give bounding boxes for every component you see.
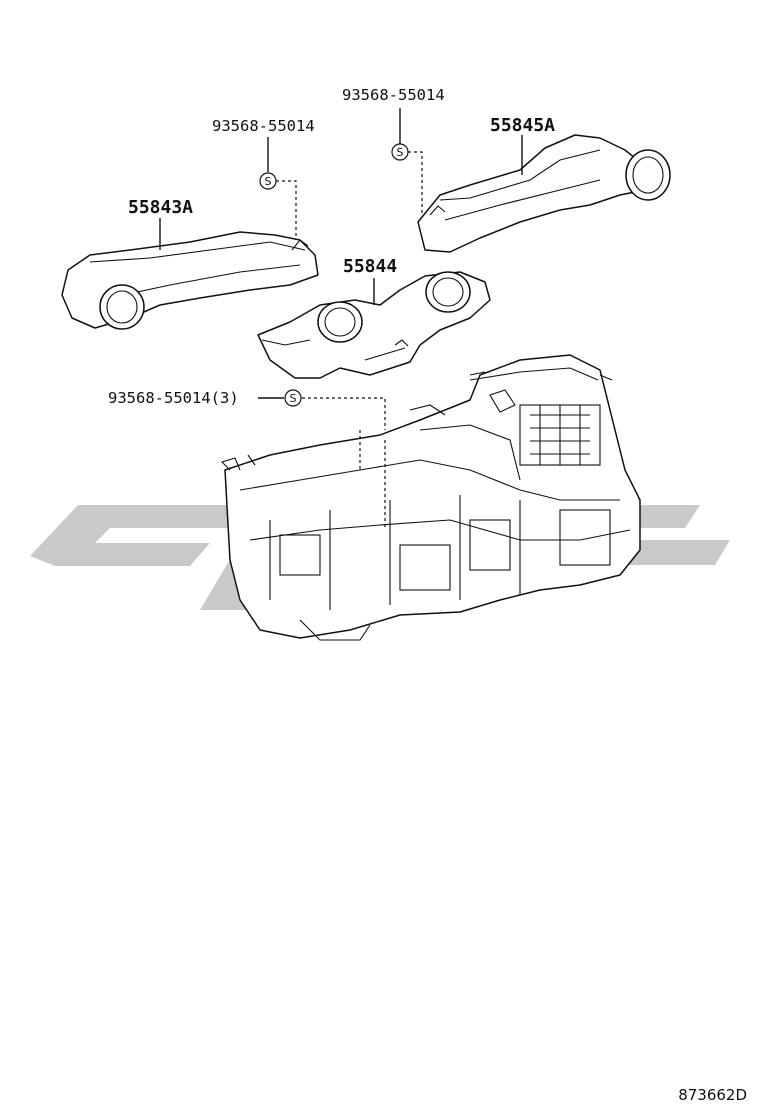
duct-55843a-drawing: [61, 231, 319, 330]
label-bolt-left: 93568-55014: [212, 117, 315, 135]
heater-unit-drawing: [220, 354, 641, 641]
duct-55844-drawing: [257, 271, 491, 379]
label-duct-center: 55844: [343, 256, 397, 277]
s-symbol-left: S: [259, 172, 277, 190]
label-bolt-center-top: 93568-55014: [342, 86, 445, 104]
label-bolt-lower: 93568-55014(3): [108, 389, 239, 407]
s-symbol-lower: S: [284, 389, 302, 407]
svg-text:S: S: [265, 175, 272, 188]
label-duct-left: 55843A: [128, 197, 193, 218]
svg-text:S: S: [397, 146, 404, 159]
label-duct-right: 55845A: [490, 115, 555, 136]
svg-text:S: S: [290, 392, 297, 405]
s-symbol-center-top: S: [391, 143, 409, 161]
leader-lines: [159, 108, 523, 530]
diagram-code: 873662D: [678, 1086, 747, 1104]
duct-55845a-drawing: [417, 134, 671, 253]
